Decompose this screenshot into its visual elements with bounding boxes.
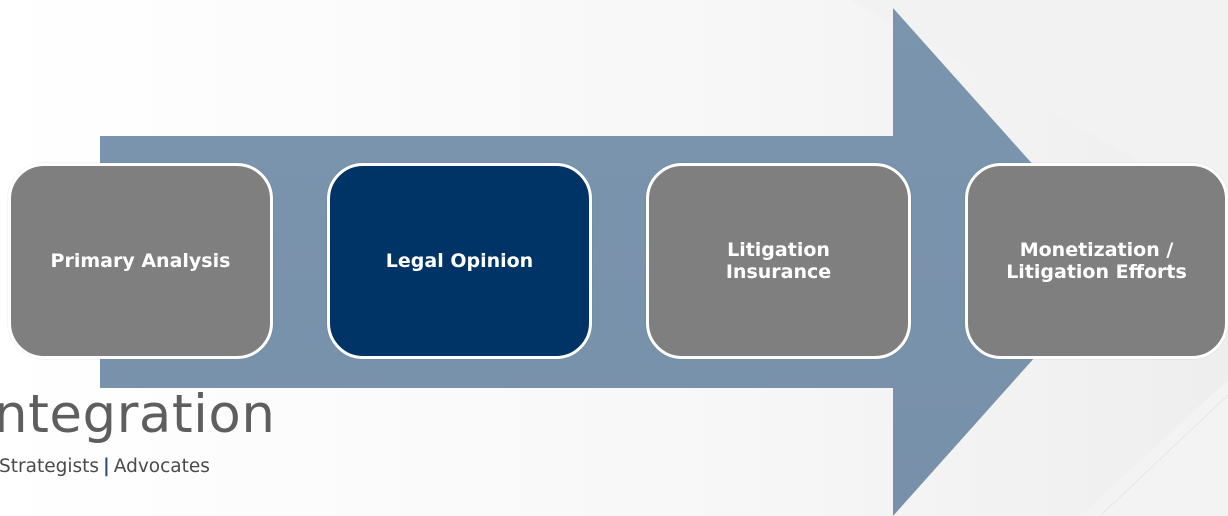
step-label: Monetization / Litigation Efforts <box>1006 238 1187 283</box>
logo-wordmark: ntegration <box>0 384 276 445</box>
company-logo: ntegration Strategists|Advocates <box>0 388 300 498</box>
step-monetization-litigation-efforts[interactable]: Monetization / Litigation Efforts <box>965 163 1228 359</box>
step-label: Primary Analysis <box>50 249 231 272</box>
decor-shape-top <box>850 0 1228 210</box>
step-legal-opinion[interactable]: Legal Opinion <box>327 163 592 359</box>
process-arrow <box>100 8 1120 516</box>
logo-tagline-separator: | <box>103 456 110 477</box>
step-label: Legal Opinion <box>385 249 534 272</box>
step-primary-analysis[interactable]: Primary Analysis <box>8 163 273 359</box>
step-label: Litigation Insurance <box>725 238 832 283</box>
decor-shape-bottom <box>1080 380 1228 516</box>
step-litigation-insurance[interactable]: Litigation Insurance <box>646 163 911 359</box>
logo-tagline-right: Advocates <box>113 456 210 477</box>
logo-tagline: Strategists|Advocates <box>0 456 210 477</box>
decor-line <box>1099 394 1228 516</box>
logo-tagline-left: Strategists <box>0 456 99 477</box>
